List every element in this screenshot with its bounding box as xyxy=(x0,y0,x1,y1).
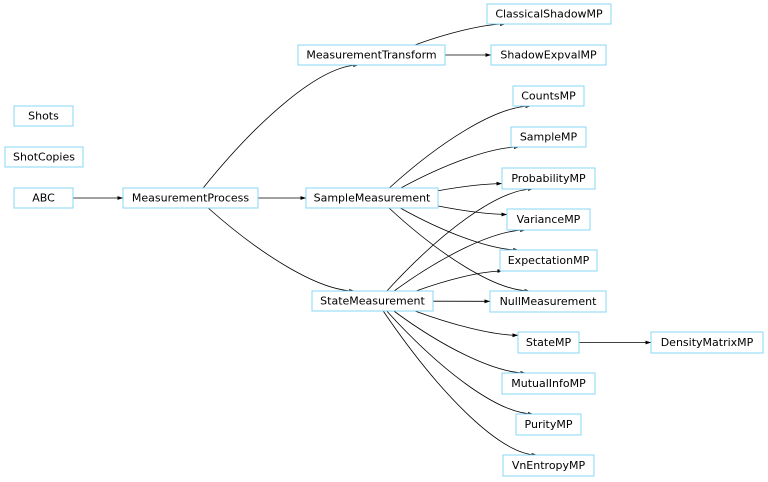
node-label-statemeasurement: StateMeasurement xyxy=(320,295,425,308)
nodes-layer: Shots ShotCopies ABC MeasurementProcess … xyxy=(4,3,764,477)
node-statemp[interactable]: StateMP xyxy=(517,331,580,354)
edge-samplemeasurement-to-probabilitymp xyxy=(437,181,503,192)
node-vnentropymp[interactable]: VnEntropyMP xyxy=(502,454,595,477)
node-shadowexpvalmp[interactable]: ShadowExpvalMP xyxy=(490,44,607,66)
edge-statemeasurement-to-puritymp xyxy=(386,310,534,416)
node-shots[interactable]: Shots xyxy=(13,105,74,127)
edge-samplemeasurement-to-countsmp xyxy=(389,104,532,189)
node-countsmp[interactable]: CountsMP xyxy=(512,85,585,107)
edge-statemeasurement-to-statemp xyxy=(414,310,519,338)
node-label-statemp: StateMP xyxy=(526,336,572,349)
node-samplemp[interactable]: SampleMP xyxy=(510,126,587,148)
node-label-countsmp: CountsMP xyxy=(521,90,576,103)
node-label-measurementprocess: MeasurementProcess xyxy=(132,192,250,205)
edge-measurementprocess-to-statemeasurement xyxy=(207,207,355,293)
edge-statemeasurement-to-mutualinfomp xyxy=(393,310,527,375)
edge-statemeasurement-to-vnentropymp xyxy=(382,310,538,457)
node-label-probabilitymp: ProbabilityMP xyxy=(511,172,586,185)
edge-samplemeasurement-to-expectationmp xyxy=(400,207,519,252)
node-mutualinfomp[interactable]: MutualInfoMP xyxy=(501,372,596,395)
edge-measurementprocess-to-measurementtransform xyxy=(202,63,359,189)
node-label-abc: ABC xyxy=(32,192,55,205)
node-label-shadowexpvalmp: ShadowExpvalMP xyxy=(500,49,597,62)
node-label-classicalshadowmp: ClassicalShadowMP xyxy=(495,8,603,21)
node-label-shots: Shots xyxy=(28,110,59,123)
node-densitymatrixmp[interactable]: DensityMatrixMP xyxy=(650,331,764,354)
node-probabilitymp[interactable]: ProbabilityMP xyxy=(501,167,596,190)
node-label-densitymatrixmp: DensityMatrixMP xyxy=(661,336,754,349)
edge-statemeasurement-to-variancemp xyxy=(393,228,526,292)
node-abc[interactable]: ABC xyxy=(13,187,74,209)
node-measurementprocess[interactable]: MeasurementProcess xyxy=(122,187,259,209)
node-label-expectationmp: ExpectationMP xyxy=(508,254,590,267)
node-samplemeasurement[interactable]: SampleMeasurement xyxy=(305,187,439,209)
node-label-nullmeasurement: NullMeasurement xyxy=(500,295,598,308)
node-nullmeasurement[interactable]: NullMeasurement xyxy=(489,290,607,313)
node-expectationmp[interactable]: ExpectationMP xyxy=(499,249,598,272)
node-measurementtransform[interactable]: MeasurementTransform xyxy=(297,44,446,66)
node-label-samplemeasurement: SampleMeasurement xyxy=(314,192,431,205)
node-label-variancemp: VarianceMP xyxy=(517,213,581,226)
edge-samplemeasurement-to-nullmeasurement xyxy=(388,207,531,293)
edge-statemeasurement-to-expectationmp xyxy=(415,269,503,292)
node-label-samplemp: SampleMP xyxy=(520,131,578,144)
node-classicalshadowmp[interactable]: ClassicalShadowMP xyxy=(486,3,612,25)
edge-statemeasurement-to-probabilitymp xyxy=(386,187,534,292)
edges-layer xyxy=(73,22,651,457)
node-puritymp[interactable]: PurityMP xyxy=(515,413,582,436)
node-variancemp[interactable]: VarianceMP xyxy=(506,208,591,231)
edge-samplemeasurement-to-variancemp xyxy=(437,205,508,217)
node-label-puritymp: PurityMP xyxy=(525,418,573,431)
edge-measurementtransform-to-classicalshadowmp xyxy=(414,22,506,46)
node-label-mutualinfomp: MutualInfoMP xyxy=(511,377,586,390)
node-statemeasurement[interactable]: StateMeasurement xyxy=(311,290,434,312)
node-label-measurementtransform: MeasurementTransform xyxy=(306,49,436,62)
node-shotcopies[interactable]: ShotCopies xyxy=(4,146,84,168)
edge-samplemeasurement-to-samplemp xyxy=(400,145,520,189)
node-label-shotcopies: ShotCopies xyxy=(13,151,75,164)
node-label-vnentropymp: VnEntropyMP xyxy=(512,459,586,472)
